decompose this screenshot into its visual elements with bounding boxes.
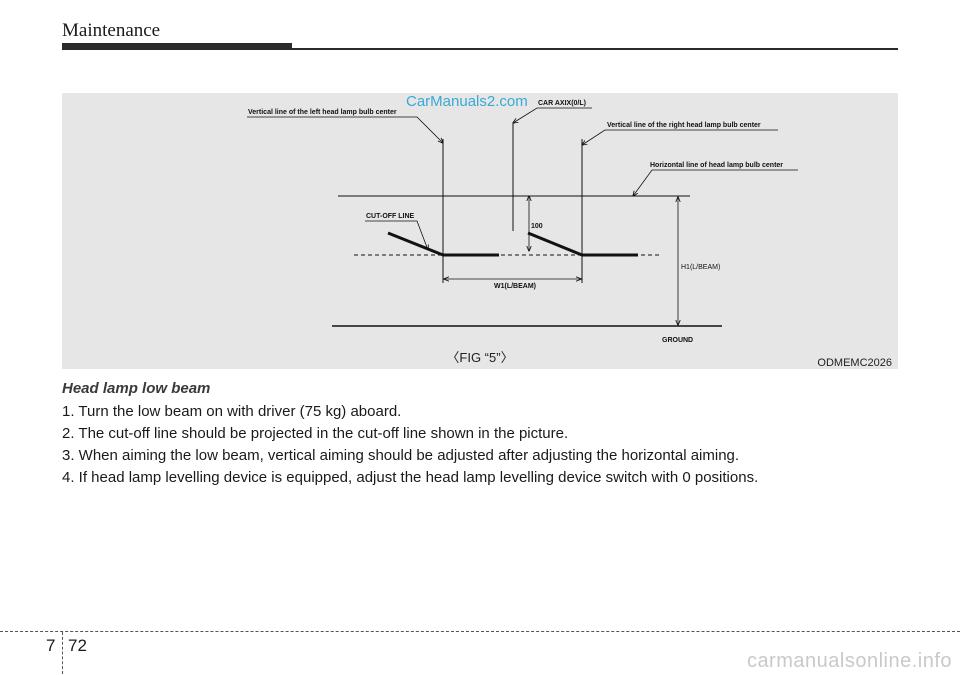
label-dim-100: 100 xyxy=(531,223,543,230)
step-item: 1. Turn the low beam on with driver (75 … xyxy=(62,403,402,420)
figure-code: ODMEMC2026 xyxy=(817,357,892,369)
label-left-vertical: Vertical line of the left head lamp bulb… xyxy=(248,109,397,116)
procedure-steps: 1. Turn the low beam on with driver (75 … xyxy=(62,401,902,489)
watermark-text: CarManuals2.com xyxy=(406,93,528,110)
headlamp-diagram: Vertical line of the left head lamp bulb… xyxy=(247,100,798,344)
page-number: 72 xyxy=(68,636,87,655)
label-cutoff: CUT-OFF LINE xyxy=(366,213,415,220)
label-h1: H1(L/BEAM) xyxy=(681,264,720,271)
right-vertical-leader xyxy=(582,129,778,145)
step-item: 4. If head lamp levelling device is equi… xyxy=(62,469,759,486)
figure-caption: 〈FIG “5”〉 xyxy=(446,350,514,365)
label-horizontal: Horizontal line of head lamp bulb center xyxy=(650,162,783,169)
page-section-title: Maintenance xyxy=(62,20,161,41)
car-axis-leader xyxy=(513,107,592,123)
footer-dashed-divider xyxy=(62,632,63,674)
step-item: 3. When aiming the low beam, vertical ai… xyxy=(62,447,740,464)
section-heading: Head lamp low beam xyxy=(62,380,211,397)
label-w1: W1(L/BEAM) xyxy=(494,283,536,290)
header-rule-thin xyxy=(292,48,898,50)
procedure-section: Head lamp low beam 1. Turn the low beam … xyxy=(62,380,902,489)
step-item: 2. The cut-off line should be projected … xyxy=(62,425,569,442)
horizontal-leader xyxy=(633,169,798,196)
label-car-axis: CAR AXIX(0/L) xyxy=(538,100,586,107)
headlamp-aiming-figure: Vertical line of the left head lamp bulb… xyxy=(62,93,898,369)
label-ground: GROUND xyxy=(662,337,693,344)
header-rule-thick xyxy=(62,43,292,50)
chapter-number: 7 xyxy=(46,636,56,655)
site-watermark: carmanualsonline.info xyxy=(746,650,952,672)
label-right-vertical: Vertical line of the right head lamp bul… xyxy=(607,122,761,129)
cutoff-leader xyxy=(365,220,428,250)
left-vertical-leader xyxy=(247,116,443,143)
footer-dashed-rule xyxy=(0,631,960,632)
right-cutoff-slope xyxy=(527,231,583,257)
left-cutoff-slope xyxy=(387,231,444,257)
